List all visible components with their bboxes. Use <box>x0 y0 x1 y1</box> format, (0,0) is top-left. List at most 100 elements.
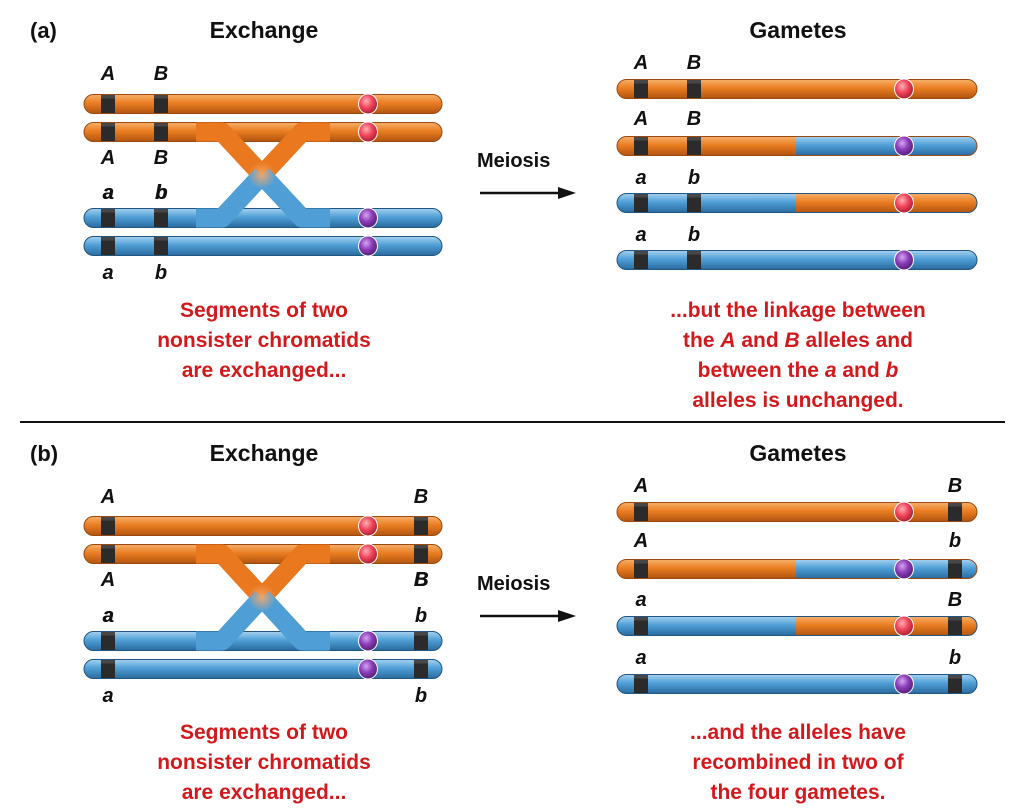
chromosome-body <box>84 94 442 114</box>
centromere <box>895 79 913 99</box>
gene-locus-band <box>414 544 428 564</box>
band-highlight <box>948 674 962 679</box>
chromosome-outline <box>83 236 443 256</box>
allele-label: b <box>687 167 701 189</box>
allele-label: b <box>948 647 962 669</box>
chiasma-glow <box>248 161 276 189</box>
allele-label: B <box>153 63 169 85</box>
allele-label: B <box>413 486 429 508</box>
allele-label: A <box>100 569 116 591</box>
chromosome-body <box>617 79 977 99</box>
panel-a-exchange-chromatid-1 <box>83 93 443 115</box>
chromatid-segment <box>796 559 977 579</box>
gene-locus-band <box>948 502 962 522</box>
centromere <box>895 502 913 522</box>
panel-a-crossover-overlay <box>196 122 330 228</box>
band-highlight <box>154 208 168 213</box>
centromere <box>895 616 913 636</box>
band-highlight <box>634 250 648 255</box>
gene-locus-band <box>101 631 115 651</box>
panel-b-exchange-chromatid-1 <box>83 515 443 537</box>
band-highlight <box>948 502 962 507</box>
panel-a-exchange-chromatid-3 <box>83 207 443 229</box>
allele-label: b <box>948 530 962 552</box>
panel-a-gametes-heading: Gametes <box>749 17 847 43</box>
band-highlight <box>414 631 428 636</box>
chromatid-segment <box>796 136 977 156</box>
chromosome-body <box>617 674 977 694</box>
centromere <box>359 122 377 142</box>
band-highlight <box>101 236 115 241</box>
panel-a-right-caption: ...but the linkage between the A and B a… <box>670 299 926 412</box>
gene-locus-band <box>101 516 115 536</box>
crossover-strand-blue <box>196 591 269 651</box>
centromere <box>359 544 377 564</box>
band-highlight <box>101 94 115 99</box>
panel-a-gamete-2 <box>616 135 978 157</box>
gene-locus-band <box>948 674 962 694</box>
panel-b-gamete-1 <box>616 501 978 523</box>
chromosome-outline <box>83 94 443 114</box>
chromatid-segment <box>617 616 796 636</box>
centromere <box>895 559 913 579</box>
band-highlight <box>414 659 428 664</box>
band-highlight <box>101 659 115 664</box>
band-highlight <box>101 631 115 636</box>
chromosome-body <box>84 544 442 564</box>
centromere <box>359 208 377 228</box>
band-highlight <box>101 544 115 549</box>
chromatid-segment <box>617 193 796 213</box>
gene-locus-band <box>414 516 428 536</box>
allele-label: A <box>633 475 649 497</box>
chromosome-body <box>84 516 442 536</box>
panel-b-meiosis-label: Meiosis <box>477 573 551 595</box>
band-highlight <box>634 502 648 507</box>
chromosome-body <box>84 631 442 651</box>
allele-label: a <box>102 605 114 627</box>
gene-locus-band <box>154 94 168 114</box>
panel-b-exchange-chromatid-2 <box>83 543 443 565</box>
crossover-strand-blue <box>255 591 330 651</box>
centromere <box>359 631 377 651</box>
chiasma-glow <box>248 583 276 612</box>
chromatid-segment <box>617 250 977 270</box>
gene-locus-band <box>101 122 115 142</box>
chromatid-segment <box>220 122 442 142</box>
band-highlight <box>634 79 648 84</box>
chromatid-segment <box>220 208 442 228</box>
allele-label: a <box>635 647 647 669</box>
centromere <box>359 659 377 679</box>
gene-locus-band <box>687 193 701 213</box>
centromere <box>895 193 913 213</box>
chromosome-body <box>84 659 442 679</box>
allele-label: B <box>686 108 702 130</box>
panel-b-meiosis-arrow-head <box>558 610 576 622</box>
chromatid-segment <box>84 544 220 564</box>
chromosome-body <box>617 502 977 522</box>
allele-label: B <box>947 475 963 497</box>
panel-divider <box>20 421 1005 423</box>
centromere <box>359 516 377 536</box>
band-highlight <box>948 616 962 621</box>
allele-label: A <box>633 52 649 74</box>
allele-label: a <box>635 224 647 246</box>
chromosome-outline <box>616 136 978 156</box>
gene-locus-band <box>634 136 648 156</box>
allele-label: a <box>102 685 114 707</box>
chromatid-segment <box>617 136 796 156</box>
allele-label: b <box>687 224 701 246</box>
band-highlight <box>634 136 648 141</box>
allele-label: B <box>686 52 702 74</box>
gene-locus-band <box>154 122 168 142</box>
band-highlight <box>101 208 115 213</box>
centromere <box>895 250 913 270</box>
band-highlight <box>634 193 648 198</box>
chromosome-outline <box>83 544 443 564</box>
gene-locus-band <box>634 502 648 522</box>
gene-locus-band <box>101 659 115 679</box>
band-highlight <box>687 79 701 84</box>
chromatid-segment <box>84 516 442 536</box>
allele-label: a <box>635 167 647 189</box>
allele-label: A <box>100 63 116 85</box>
